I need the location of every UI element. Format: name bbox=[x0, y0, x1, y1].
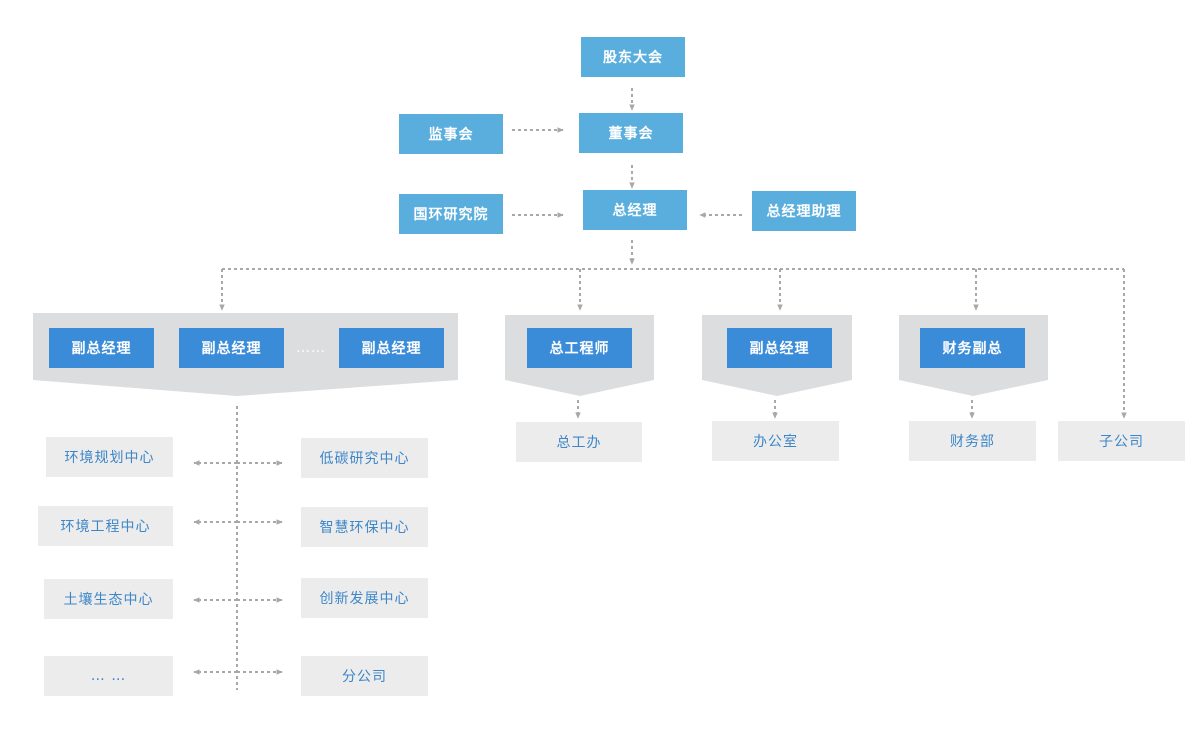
chief-engineer-box: 总工程师 bbox=[527, 328, 632, 368]
vp-ellipsis: …… bbox=[296, 340, 326, 356]
gm-assistant-box: 总经理助理 bbox=[752, 191, 856, 231]
subsidiary-box: 子公司 bbox=[1058, 421, 1185, 461]
chief-engineer-office-box: 总工办 bbox=[516, 422, 642, 462]
center-right-2: 智慧环保中心 bbox=[301, 507, 428, 547]
board-box: 董事会 bbox=[579, 113, 683, 153]
center-left-1: 环境规划中心 bbox=[46, 437, 173, 477]
center-left-3: 土壤生态中心 bbox=[44, 579, 173, 619]
center-right-1: 低碳研究中心 bbox=[301, 438, 428, 478]
shareholders-box: 股东大会 bbox=[581, 37, 685, 77]
gm-box: 总经理 bbox=[583, 190, 687, 230]
vp1-box: 副总经理 bbox=[49, 328, 154, 368]
center-right-4: 分公司 bbox=[301, 656, 428, 696]
connectors bbox=[193, 88, 1127, 690]
finance-vp-box: 财务副总 bbox=[920, 328, 1025, 368]
center-left-4: … … bbox=[44, 656, 173, 696]
vp3-box: 副总经理 bbox=[339, 328, 444, 368]
office-box: 办公室 bbox=[712, 421, 839, 461]
vp2-box: 副总经理 bbox=[179, 328, 284, 368]
finance-dept-box: 财务部 bbox=[909, 421, 1036, 461]
institute-box: 国环研究院 bbox=[399, 194, 503, 234]
supervisors-box: 监事会 bbox=[399, 114, 503, 154]
center-right-3: 创新发展中心 bbox=[301, 578, 428, 618]
center-left-2: 环境工程中心 bbox=[38, 506, 173, 546]
vp-box: 副总经理 bbox=[727, 328, 832, 368]
